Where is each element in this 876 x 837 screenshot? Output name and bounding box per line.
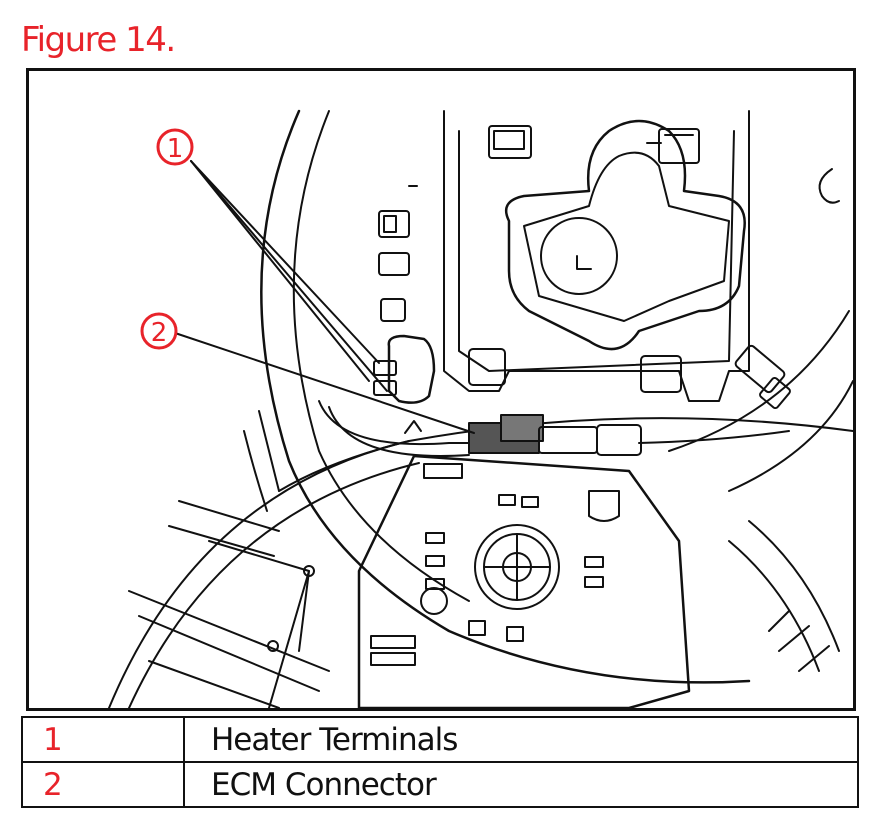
fitting-a-inner <box>383 215 397 233</box>
clip-lower-left <box>468 348 506 386</box>
outer-curve <box>260 109 751 684</box>
callout-layer: 1 2 <box>140 128 194 350</box>
frame-node-1 <box>303 565 315 577</box>
callout-1-leader-b <box>190 160 370 382</box>
relay-box <box>357 454 691 708</box>
louver-2 <box>168 525 275 557</box>
louver-4 <box>243 430 268 512</box>
callout-1-leader-c <box>190 160 388 392</box>
callout-1: 1 <box>156 128 194 166</box>
relay-slot-2 <box>498 494 516 506</box>
relay-slot-4 <box>425 532 445 544</box>
wire-harness <box>318 400 790 446</box>
right-plug <box>734 344 791 410</box>
relay-dial-outer <box>474 524 560 610</box>
clip-lower-right <box>640 355 682 393</box>
relay-slot-8 <box>584 576 604 588</box>
outer-curve-inner <box>292 110 470 602</box>
louver-3 <box>258 410 280 492</box>
frame-line-1 <box>128 590 330 672</box>
heater-terminal-lower <box>373 380 397 396</box>
heater-terminal-upper <box>373 360 397 376</box>
callout-2-leader <box>174 332 475 434</box>
cap-shape-inner <box>523 151 730 322</box>
clip-top-right-b <box>646 134 694 144</box>
right-lines-2 <box>748 520 840 652</box>
wire-lower <box>278 440 410 492</box>
fitting-a <box>378 210 410 238</box>
legend-row: 1 Heater Terminals <box>21 716 859 763</box>
legend-number: 2 <box>21 761 185 808</box>
engine-bay-line-drawing <box>108 109 853 708</box>
clip-top-left-b <box>493 130 525 150</box>
legend-table: 1 Heater Terminals 2 ECM Connector <box>21 716 859 808</box>
relay-slot-5 <box>425 555 445 567</box>
housing-outline <box>443 110 750 402</box>
terminal-housing <box>387 334 436 404</box>
legend-number: 1 <box>21 716 185 763</box>
callout-1-number: 1 <box>167 134 184 164</box>
clip-top-right <box>658 128 700 164</box>
callout-2-number: 2 <box>151 318 168 348</box>
small-wire <box>404 420 422 434</box>
louver-1 <box>178 500 280 532</box>
frame-node-2 <box>267 640 279 652</box>
right-hatch <box>768 610 830 672</box>
callout-1-leader-a <box>190 160 380 364</box>
figure-title: Figure 14. <box>21 20 176 60</box>
relay-dial-cross <box>483 533 551 601</box>
frame-line-5 <box>148 660 280 708</box>
right-curve-2 <box>728 380 853 492</box>
relay-slot-12 <box>370 652 416 666</box>
relay-slot-10 <box>506 626 524 642</box>
fitting-c <box>380 298 406 322</box>
wire-harness-2 <box>328 406 470 457</box>
relay-slot-3 <box>521 496 539 508</box>
small-arc <box>818 168 840 204</box>
legend-row: 2 ECM Connector <box>21 761 859 808</box>
cap-circle <box>540 217 618 295</box>
legend-label: Heater Terminals <box>183 716 859 763</box>
housing-inner <box>458 130 735 372</box>
fitting-b <box>378 252 410 276</box>
cap-mark <box>576 255 592 270</box>
relay-small-circle <box>420 587 448 615</box>
frame-line-4 <box>268 570 310 708</box>
ecm-connector-tail <box>596 424 642 456</box>
relay-slot-7 <box>584 556 604 568</box>
relay-slot-11 <box>370 635 416 649</box>
technical-illustration: 1 2 <box>26 68 856 711</box>
legend-label: ECM Connector <box>183 761 859 808</box>
frame-line-2 <box>138 615 320 692</box>
relay-slot-1 <box>423 463 463 479</box>
callout-2: 2 <box>140 312 178 350</box>
relay-tab <box>588 490 620 522</box>
ecm-connector-latch <box>500 414 544 442</box>
right-lines-1 <box>728 540 820 672</box>
relay-slot-9 <box>468 620 486 636</box>
clip-top-left <box>488 125 532 159</box>
cap-shape <box>504 119 746 351</box>
